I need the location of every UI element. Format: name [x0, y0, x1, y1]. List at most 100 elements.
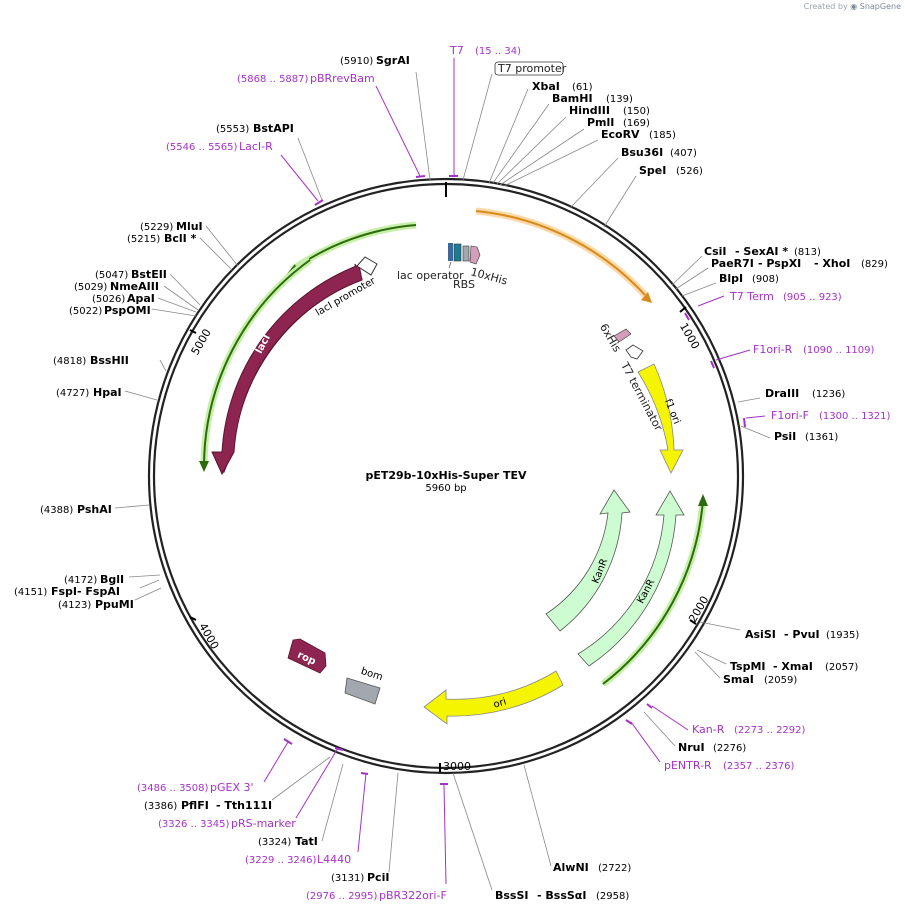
cds-arc-head [641, 292, 652, 303]
rop-arrow [287, 638, 327, 674]
leader-l4440 [357, 772, 367, 853]
primer-pGEX3-name: pGEX 3' [210, 781, 254, 794]
leader-speI [603, 175, 637, 228]
bsu36I-name: Bsu36I [621, 146, 663, 159]
t7-terminator-arrow [625, 344, 644, 360]
leader-pflFI [271, 756, 331, 801]
nruI-pos: (2276) [713, 743, 746, 754]
bstAPI-name: BstAPI [253, 122, 294, 135]
his10-label: 10xHis [469, 265, 509, 287]
bind-pBRrevBam [415, 175, 426, 178]
bstEII-name: BstEII [131, 268, 167, 281]
credit-prefix: Created by [803, 2, 848, 11]
pspOMI-name: PspOMI [104, 304, 151, 317]
pflFI-pos: (3386) [144, 801, 177, 812]
leader-blpI [681, 282, 717, 297]
leader-pshAI [114, 504, 150, 509]
primer-f1ori-R-name: F1ori-R [753, 343, 793, 356]
primer-pRS-marker-name: pRS-marker [231, 817, 296, 830]
csiI-pos: (813) [794, 247, 821, 258]
tspMI-pos: (2057) [825, 662, 858, 673]
leader-psiI [740, 425, 771, 439]
primer-pRS-marker-range: (3326 .. 3345) [158, 819, 230, 830]
pciI-pos: (3131) [331, 873, 364, 884]
leader-asiSI [699, 621, 741, 631]
leader-draIII [737, 397, 761, 403]
leader-xbaI [488, 88, 529, 184]
pflFI-name: PflFI [181, 799, 209, 812]
rbs-label: RBS [453, 278, 475, 291]
leader-bssHII [159, 359, 167, 372]
alwNI-name: AlwNI [553, 861, 589, 874]
sgrAI-pos: (5910) [340, 56, 373, 67]
hindIII-pos: (150) [623, 106, 650, 117]
bssSI-pos: (2958) [596, 891, 629, 902]
rbs-box-2 [462, 245, 470, 262]
hindIII-name: HindIII [569, 104, 610, 117]
leader-paeR7I [675, 267, 709, 290]
primer-t7term-name: T7 Term [729, 290, 774, 303]
pspXI-dash: - [758, 257, 766, 270]
leader-pBRrevBam [375, 85, 421, 177]
pciI-name: PciI [367, 871, 389, 884]
primer-f1ori-F-name: F1ori-F [771, 409, 809, 422]
leader-t7promoter [462, 73, 493, 181]
bind-f1ori-R [710, 360, 715, 369]
bind-f1ori-F [743, 417, 746, 428]
leader-bssSI [452, 772, 493, 891]
credit-brand: SnapGene [859, 2, 901, 11]
leader-sgrAI [415, 71, 431, 181]
leader-smaI [694, 651, 721, 679]
leader-pciI [388, 772, 399, 873]
primer-pBRrevBam-name: pBRrevBam [310, 72, 375, 85]
leader-f1ori-F [745, 415, 766, 419]
paeR7I-name: PaeR7I [711, 257, 754, 270]
primer-labels: T7 (15 .. 34) (5868 .. 5887) pBRrevBam (… [137, 44, 891, 902]
fspAI-dash: - [77, 585, 85, 598]
draIII-name: DraIII [765, 387, 799, 400]
leader-ppuMI [134, 587, 162, 601]
bstAPI-pos: (5553) [216, 124, 249, 135]
snapgene-logo: ◉ SnapGene [850, 2, 901, 11]
tth111I-name: - Tth111I [216, 799, 272, 812]
cds-arc [475, 210, 646, 296]
xmaI-dash: - [773, 660, 781, 673]
primer-l4440-name: L4440 [317, 853, 351, 866]
lac-operator-label: lac operator [397, 269, 464, 282]
bssSaI-dash: - [537, 889, 545, 902]
leader-apaI [157, 297, 197, 313]
lac-operator-leader [448, 261, 452, 269]
asiSI-pos: (1935) [826, 630, 859, 641]
xhoI-text: XhoI [822, 257, 850, 270]
paeR7I-pos: (829) [861, 259, 888, 270]
plasmid-size: 5960 bp [425, 483, 466, 494]
tick-1000: 1000 [677, 321, 702, 352]
leader-hindIII [496, 116, 567, 185]
bssSaI-text: BssSαI [545, 889, 586, 902]
bssSI-name: BssSI [495, 889, 529, 902]
bssHII-name: BssHII [90, 354, 129, 367]
leader-bsu36I [569, 157, 619, 209]
nmeAIII-pos: (5029) [74, 282, 107, 293]
blpI-name: BlpI [719, 272, 743, 285]
primer-pBR322ori-F-name: pBR322ori-F [379, 889, 447, 902]
nmeAIII-name: NmeAIII [110, 280, 159, 293]
leader-kan-R [651, 705, 689, 731]
leader-ecoRV [503, 139, 599, 187]
bom-box [344, 677, 381, 705]
tick-4000: 4000 [196, 621, 221, 652]
leader-bstEII [169, 273, 201, 306]
leader-pspOMI [151, 308, 197, 317]
speI-name: SpeI [639, 164, 666, 177]
tick-3000: 3000 [443, 760, 471, 773]
bind-kan-R [646, 703, 653, 709]
bind-pGEX3 [283, 738, 293, 745]
bglI-name: BglI [100, 573, 124, 586]
plasmid-name: pET29b-10xHis-Super TEV [365, 469, 526, 482]
leader-pGEX3 [263, 741, 289, 783]
alwNI-pos: (2722) [598, 863, 631, 874]
bind-lacI-R [314, 199, 324, 206]
primer-t7term-range: (905 .. 923) [783, 292, 842, 303]
bclI-pos: (5215) [127, 234, 160, 245]
left-arc-head [199, 461, 209, 472]
